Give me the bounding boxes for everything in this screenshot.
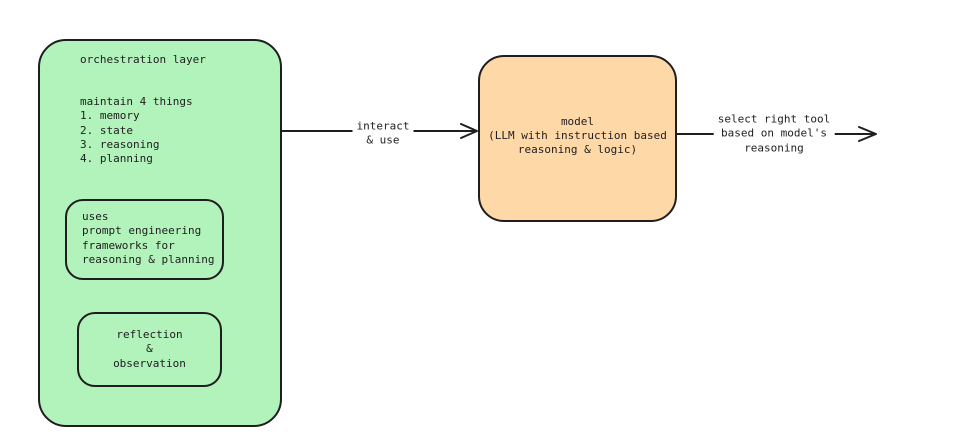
reflection-observation-box: reflection & observation bbox=[77, 312, 222, 387]
orchestration-layer-box: orchestration layer maintain 4 things 1.… bbox=[38, 39, 282, 427]
reflection-observation-text: reflection & observation bbox=[113, 328, 186, 370]
model-box: model (LLM with instruction based reason… bbox=[478, 55, 677, 222]
select-tool-label: select right tool based on model's reaso… bbox=[713, 112, 835, 156]
maintain-list-text: maintain 4 things 1. memory 2. state 3. … bbox=[80, 95, 193, 166]
uses-frameworks-text: uses prompt engineering frameworks for r… bbox=[82, 210, 215, 266]
model-box-text: model (LLM with instruction based reason… bbox=[488, 114, 667, 157]
uses-frameworks-box: uses prompt engineering frameworks for r… bbox=[65, 199, 224, 280]
interact-use-label: interact & use bbox=[352, 119, 414, 149]
orchestration-layer-title: orchestration layer bbox=[80, 53, 206, 66]
